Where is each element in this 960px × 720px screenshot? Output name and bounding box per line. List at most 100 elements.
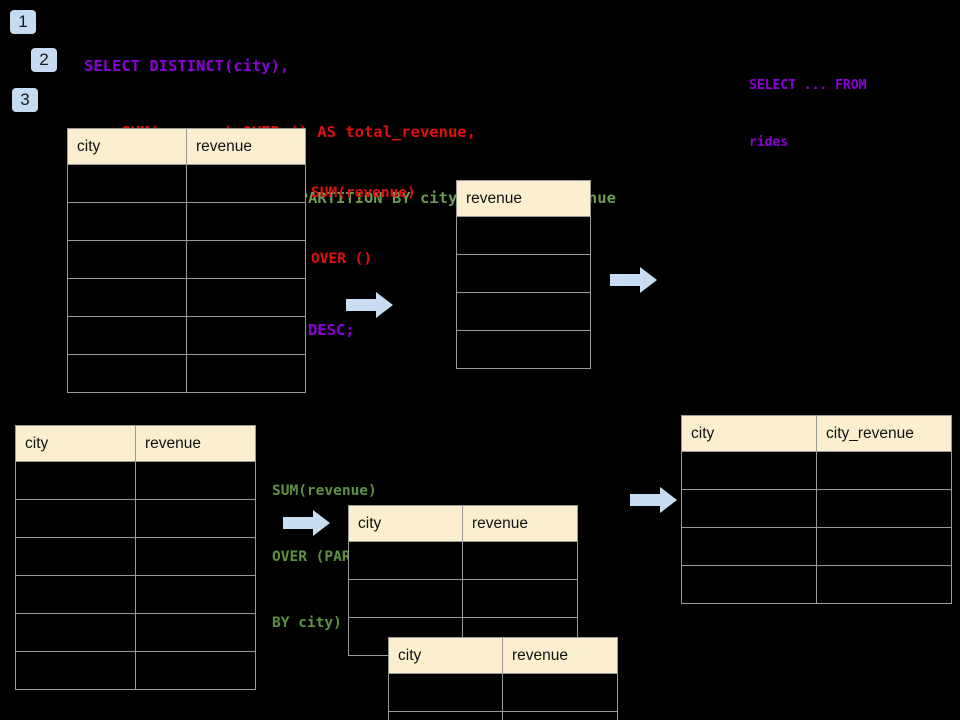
cell-revenue [135, 461, 256, 500]
table-header-row: revenue [456, 180, 591, 217]
table-header-row: city revenue [348, 505, 578, 542]
table-header-row: city revenue [388, 637, 618, 674]
table-total-revenue: revenue [456, 180, 591, 369]
cell-city [388, 711, 503, 720]
step-badge-2: 2 [31, 48, 57, 72]
cell-city [348, 579, 463, 618]
column-header-revenue: revenue [456, 180, 591, 217]
column-header-city: city [348, 505, 463, 542]
cell-city [67, 354, 187, 393]
cell-revenue [135, 651, 256, 690]
table-row [15, 537, 256, 576]
table-row [67, 240, 306, 279]
column-header-revenue: revenue [135, 425, 256, 462]
cell-city [681, 451, 817, 490]
side-caption-select-from: SELECT ... FROM rides [749, 38, 866, 190]
cell-revenue [135, 537, 256, 576]
cell-revenue [502, 711, 618, 720]
cell-city [681, 527, 817, 566]
table-row [388, 711, 618, 720]
table-row [456, 254, 591, 293]
table-row [456, 292, 591, 331]
table-partition-a: city revenue [348, 505, 578, 656]
table-row [681, 527, 952, 566]
cell-city [67, 278, 187, 317]
cell-city-revenue [816, 527, 952, 566]
table-header-row: city city_revenue [681, 415, 952, 452]
cell-city [15, 499, 136, 538]
table-row [681, 451, 952, 490]
column-header-revenue: revenue [502, 637, 618, 674]
annotation-total-revenue-line-2: OVER () [311, 251, 373, 267]
table-rides-top: city revenue [67, 128, 306, 393]
cell-revenue [135, 575, 256, 614]
cell-city [15, 575, 136, 614]
side-caption-line-1: SELECT ... FROM [749, 78, 867, 93]
table-header-row: city revenue [15, 425, 256, 462]
cell-revenue [456, 254, 591, 293]
step-badge-3: 3 [12, 88, 38, 112]
cell-revenue [456, 330, 591, 369]
table-row [67, 316, 306, 355]
cell-revenue [135, 613, 256, 652]
arrow-right-icon-top-left [346, 290, 394, 325]
cell-revenue [456, 216, 591, 255]
cell-revenue [462, 579, 578, 618]
cell-city [681, 565, 817, 604]
table-row [681, 565, 952, 604]
table-row [15, 461, 256, 500]
side-caption-line-2: rides [749, 135, 789, 150]
arrow-right-icon [610, 267, 657, 293]
cell-revenue [186, 164, 306, 203]
cell-revenue [186, 240, 306, 279]
cell-city [15, 461, 136, 500]
annotation-total-revenue: SUM(revenue) OVER () [311, 138, 416, 314]
cell-revenue [462, 541, 578, 580]
cell-city [67, 316, 187, 355]
column-header-city: city [681, 415, 817, 452]
table-row [348, 579, 578, 618]
arrow-right-icon-bottom-right [630, 485, 678, 520]
column-header-city-revenue: city_revenue [816, 415, 952, 452]
table-row [67, 354, 306, 393]
cell-revenue [502, 673, 618, 712]
annotation-city-revenue-line-1: SUM(revenue) [272, 483, 377, 499]
cell-city [67, 202, 187, 241]
column-header-city: city [388, 637, 503, 674]
arrow-right-icon [346, 292, 393, 318]
table-row [15, 651, 256, 690]
annotation-city-revenue-line-3: BY city) [272, 615, 342, 631]
cell-city [388, 673, 503, 712]
cell-city [348, 541, 463, 580]
cell-city-revenue [816, 489, 952, 528]
arrow-right-icon [283, 510, 330, 536]
table-row [456, 216, 591, 255]
table-row [681, 489, 952, 528]
annotation-total-revenue-line-1: SUM(revenue) [311, 185, 416, 201]
arrow-right-icon [630, 487, 677, 513]
table-rides-bottom: city revenue [15, 425, 256, 690]
cell-revenue [456, 292, 591, 331]
table-row [67, 202, 306, 241]
table-row [388, 673, 618, 712]
table-city-revenue: city city_revenue [681, 415, 952, 604]
table-row [348, 541, 578, 580]
arrow-right-icon-top-right [610, 265, 658, 300]
column-header-revenue: revenue [186, 128, 306, 165]
column-header-city: city [15, 425, 136, 462]
cell-revenue [186, 278, 306, 317]
column-header-city: city [67, 128, 187, 165]
step-badge-1: 1 [10, 10, 36, 34]
cell-city [67, 240, 187, 279]
cell-city [15, 651, 136, 690]
table-row [456, 330, 591, 369]
cell-city-revenue [816, 565, 952, 604]
column-header-revenue: revenue [462, 505, 578, 542]
cell-city [67, 164, 187, 203]
table-row [67, 278, 306, 317]
table-row [67, 164, 306, 203]
cell-city-revenue [816, 451, 952, 490]
sql-line-1: SELECT DISTINCT(city), [84, 57, 290, 75]
table-partition-b: city revenue [388, 637, 618, 720]
